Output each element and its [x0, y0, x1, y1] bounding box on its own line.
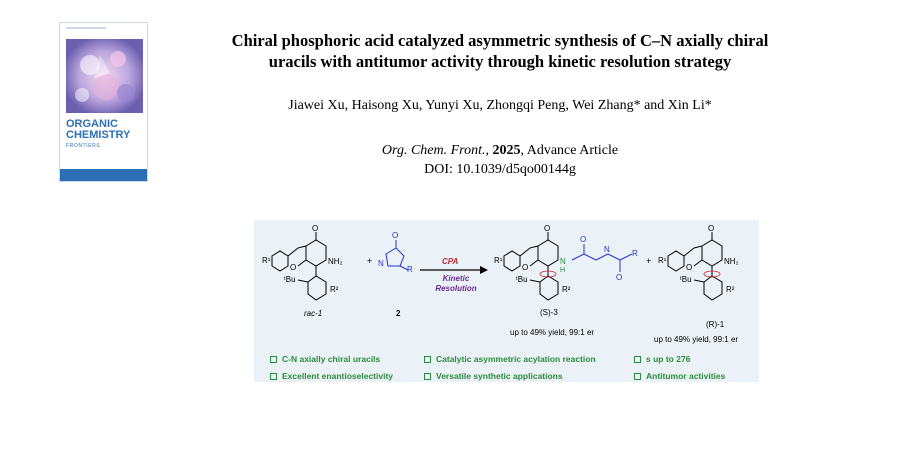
svg-text:O: O [290, 263, 296, 272]
label-oxazolone: 2 [396, 309, 401, 318]
cover-journal-subtitle: FRONTIERS [66, 143, 101, 149]
feature-item: Versatile synthetic applications [424, 371, 563, 381]
checkbox-icon [634, 356, 641, 363]
svg-text:R¹: R¹ [494, 256, 503, 265]
checkbox-icon [634, 373, 641, 380]
cover-header-line [66, 27, 106, 29]
starting-material-structure [271, 232, 327, 301]
recovered-structure [667, 232, 723, 301]
checkbox-icon [424, 373, 431, 380]
publication-year: 2025 [492, 143, 521, 158]
reagent-catalyst: CPA [442, 257, 459, 266]
article-citation: Org. Chem. Front., 2025, Advance Article… [185, 141, 815, 179]
feature-item: Excellent enantioselectivity [270, 371, 393, 381]
svg-text:ᵗBu: ᵗBu [284, 275, 296, 284]
feature-item: Antitumor activities [634, 371, 725, 381]
cover-journal-name: ORGANIC CHEMISTRY [66, 118, 131, 141]
svg-text:ᵗBu: ᵗBu [516, 275, 528, 284]
svg-text:+: + [367, 256, 372, 266]
svg-text:R²: R² [726, 285, 735, 294]
svg-text:O: O [312, 224, 318, 233]
svg-text:N: N [604, 245, 610, 254]
svg-text:R: R [407, 265, 413, 274]
svg-text:R²: R² [330, 285, 339, 294]
oxazolone-structure [385, 240, 409, 271]
svg-text:R²: R² [562, 285, 571, 294]
label-product: (S)-3 [540, 308, 558, 317]
yield-recovered: up to 49% yield, 99:1 er [654, 335, 739, 344]
svg-text:N: N [560, 257, 566, 266]
acyl-chain [571, 244, 633, 272]
svg-text:R: R [632, 249, 638, 258]
svg-text:O: O [708, 224, 714, 233]
label-racemic: rac-1 [304, 309, 323, 318]
publication-status: , Advance Article [520, 143, 619, 158]
yield-product: up to 49% yield, 99:1 er [510, 328, 595, 337]
svg-text:O: O [686, 263, 692, 272]
svg-text:+: + [646, 256, 651, 266]
graphical-abstract: R¹ O O NH₂ ᵗBu R² + O N R [254, 220, 759, 382]
svg-text:N: N [378, 259, 384, 268]
checkbox-icon [270, 356, 277, 363]
label-recovered: (R)-1 [706, 320, 725, 329]
article-authors: Jiawei Xu, Haisong Xu, Yunyi Xu, Zhongqi… [288, 98, 712, 113]
checkbox-icon [270, 373, 277, 380]
journal-abbrev: Org. Chem. Front. [381, 143, 486, 158]
svg-text:O: O [544, 224, 550, 233]
feature-item: Catalytic asymmetric acylation reaction [424, 354, 596, 364]
reaction-scheme: R¹ O O NH₂ ᵗBu R² + O N R [262, 224, 739, 301]
svg-text:NH₂: NH₂ [328, 257, 343, 266]
svg-text:R¹: R¹ [262, 256, 271, 265]
product-structure [503, 232, 559, 301]
article-title: Chiral phosphoric acid catalyzed asymmet… [231, 31, 769, 71]
svg-text:H: H [560, 267, 565, 274]
checkbox-icon [424, 356, 431, 363]
svg-text:ᵗBu: ᵗBu [680, 275, 692, 284]
journal-cover[interactable]: ORGANIC CHEMISTRY FRONTIERS [59, 22, 148, 182]
svg-text:O: O [392, 231, 398, 240]
reaction-label: Kinetic Resolution [435, 274, 477, 293]
cover-artwork [66, 39, 143, 113]
svg-text:NH₂: NH₂ [724, 257, 739, 266]
svg-text:R¹: R¹ [658, 256, 667, 265]
svg-text:O: O [522, 263, 528, 272]
cover-footer-bar [60, 169, 147, 181]
svg-text:O: O [580, 235, 586, 244]
feature-item: C-N axially chiral uracils [270, 354, 380, 364]
svg-text:O: O [616, 273, 622, 282]
article-doi[interactable]: DOI: 10.1039/d5qo00144g [424, 162, 576, 177]
feature-item: s up to 276 [634, 354, 690, 364]
